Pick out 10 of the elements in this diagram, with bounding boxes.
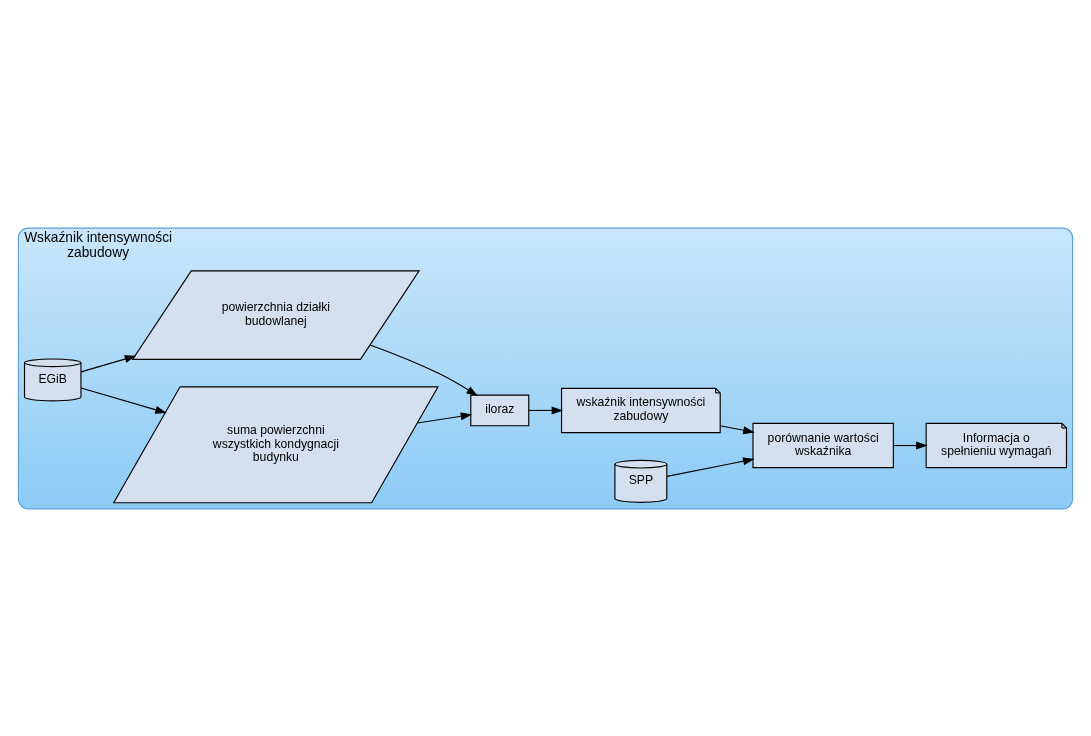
arrow xyxy=(666,456,755,477)
arrow xyxy=(528,405,564,414)
arrow xyxy=(80,386,167,414)
node-box: porównanie wartości wskaźnika xyxy=(752,422,894,468)
arrow xyxy=(369,343,478,396)
arrow xyxy=(719,424,755,434)
arrow xyxy=(892,441,928,450)
node-box: iloraz xyxy=(470,394,530,426)
arrow xyxy=(80,354,137,372)
arrow xyxy=(416,411,473,424)
